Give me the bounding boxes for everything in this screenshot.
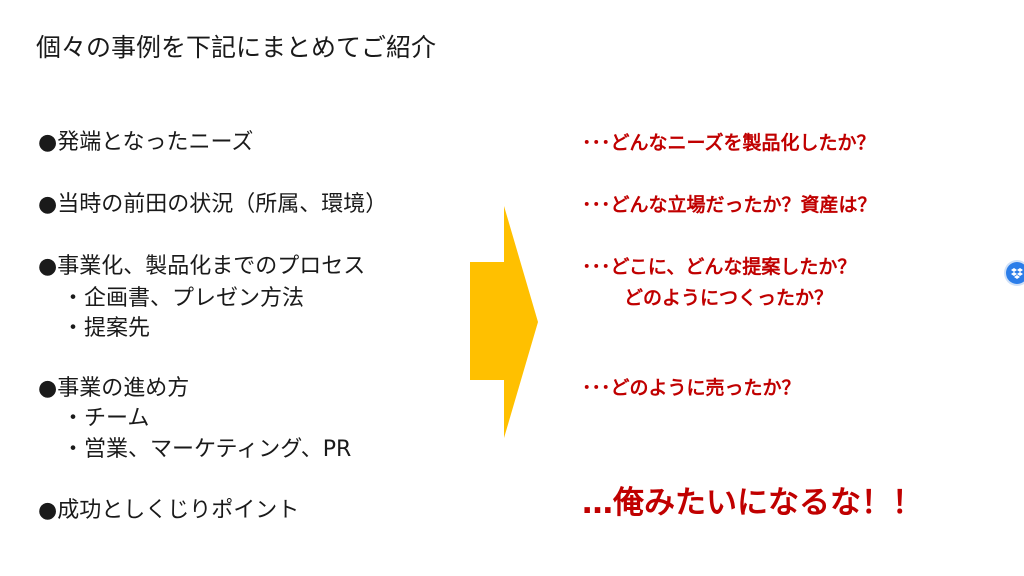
left-subitem-team: ・チーム [62,406,150,431]
left-subitem-sales: ・営業、マーケティング、PR [62,437,352,462]
right-item-needs-question: ･･･どんなニーズを製品化したか？ [582,132,876,154]
left-item-progress: ●事業の進め方 [38,376,190,401]
left-item-needs: ●発端となったニーズ [38,130,254,155]
left-item-situation: ●当時の前田の状況（所属、環境） [38,192,388,217]
right-item-make-question: どのようにつくったか？ [624,287,834,309]
dropbox-icon[interactable] [1006,262,1024,284]
left-subitem-proposal-target: ・提案先 [62,316,151,341]
right-item-warning: …俺みたいになるな！！ [582,485,923,521]
left-item-process: ●事業化、製品化までのプロセス [38,254,366,279]
right-item-proposal-question: ･･･どこに、どんな提案したか？ [582,256,857,278]
right-item-position-question: ･･･どんな立場だったか？資産は？ [582,194,877,216]
left-subitem-proposal-method: ・企画書、プレゼン方法 [62,286,305,311]
slide-title: 個々の事例を下記にまとめてご紹介 [36,33,437,62]
left-item-success-failure: ●成功としくじりポイント [38,498,300,523]
right-item-sell-question: ･･･どのように売ったか？ [582,377,801,399]
right-arrow-icon [470,206,538,442]
